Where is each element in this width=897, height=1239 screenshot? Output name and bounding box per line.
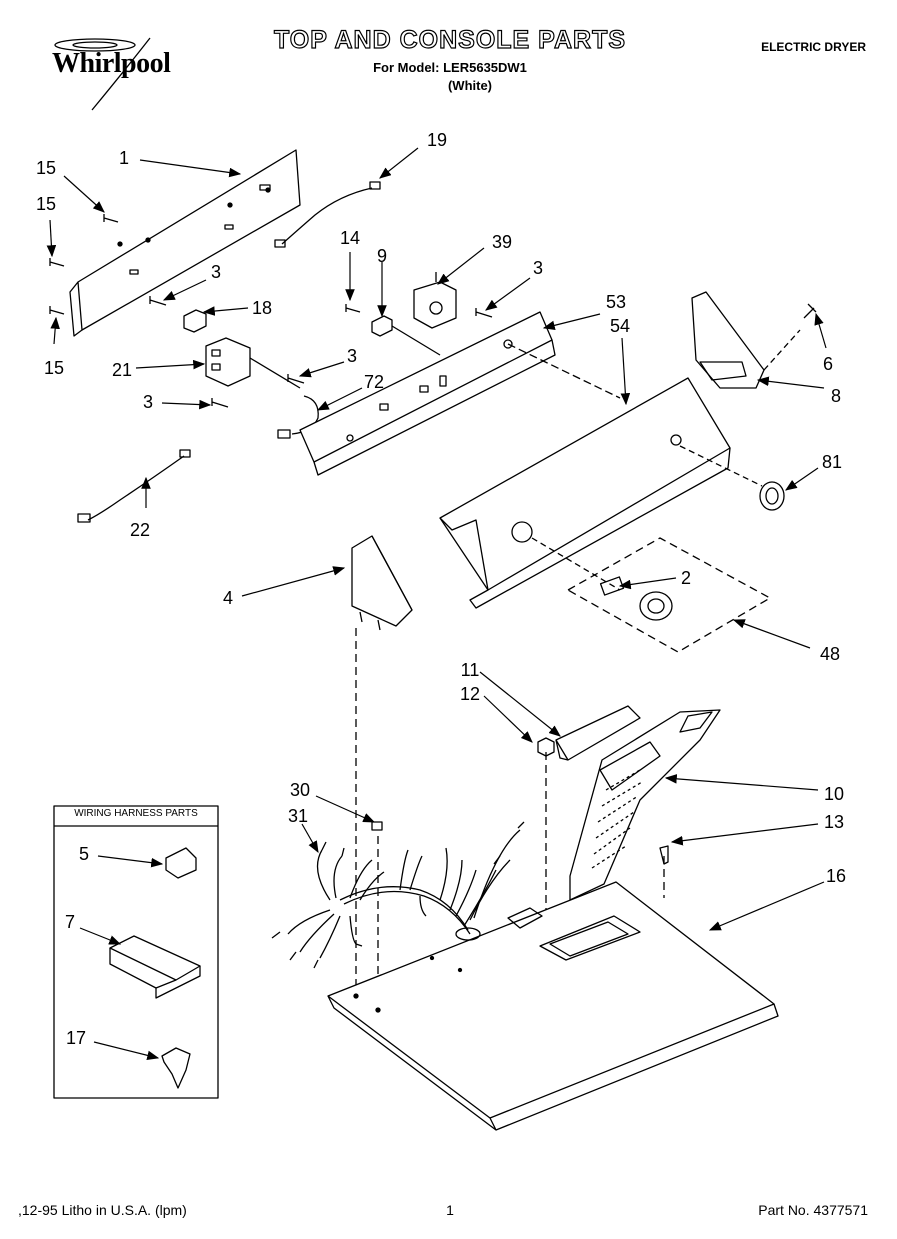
callout-12: 12 — [459, 684, 481, 704]
part-81-knob — [759, 481, 785, 511]
callout-31: 31 — [287, 806, 309, 826]
callout-3a: 3 — [210, 262, 222, 282]
logo-swirl — [54, 38, 136, 52]
screw-15c-icon — [49, 306, 65, 315]
screw-3a-icon — [149, 296, 167, 306]
part-53-control-bracket — [299, 311, 621, 476]
callout-4: 4 — [222, 588, 234, 608]
callout-6: 6 — [822, 354, 834, 374]
leader-lines — [46, 147, 827, 1061]
part-48-knob — [639, 591, 673, 621]
callout-18: 18 — [251, 298, 273, 318]
color-line: (White) — [447, 78, 493, 93]
callout-53: 53 — [605, 292, 627, 312]
page-title: TOP AND CONSOLE PARTS — [273, 25, 627, 54]
callout-15a: 15 — [35, 158, 57, 178]
part-10-panel — [569, 709, 721, 901]
part-18-clip — [183, 309, 207, 333]
callout-16: 16 — [825, 866, 847, 886]
wiring-harness-inset — [53, 805, 219, 1099]
part-7-connector-block — [109, 935, 201, 999]
screw-3d-icon — [475, 308, 493, 318]
screw-3c-icon — [211, 398, 229, 408]
part-54-console — [439, 377, 763, 609]
part-9-part — [371, 315, 393, 337]
inset-title: WIRING HARNESS PARTS — [74, 808, 198, 819]
callout-2: 2 — [680, 568, 692, 588]
callout-1: 1 — [118, 148, 130, 168]
part-31-harness — [271, 821, 525, 969]
callout-3c: 3 — [346, 346, 358, 366]
callout-13: 13 — [823, 812, 845, 832]
part-21-switch — [205, 337, 301, 389]
callout-7: 7 — [64, 912, 76, 932]
callout-8: 8 — [830, 386, 842, 406]
callout-48: 48 — [819, 644, 841, 664]
part-5-connector — [165, 847, 197, 879]
part-30-clip — [371, 821, 383, 831]
screw-15b-icon — [49, 258, 65, 267]
callout-39: 39 — [491, 232, 513, 252]
part-8-endcap — [691, 291, 801, 389]
model-line: For Model: LER5635DW1 — [373, 60, 527, 75]
brand-logo: Whirlpool — [52, 48, 171, 79]
footer-part-number: Part No. 4377571 — [758, 1202, 868, 1218]
callout-9: 9 — [376, 246, 388, 266]
part-1-console-bracket — [69, 149, 301, 337]
callout-22: 22 — [129, 520, 151, 540]
screw-13-icon — [659, 845, 669, 865]
part-22-wire — [87, 455, 185, 521]
callout-14: 14 — [339, 228, 361, 248]
product-type: ELECTRIC DRYER — [761, 40, 866, 54]
callout-15b: 15 — [35, 194, 57, 214]
callout-5: 5 — [78, 844, 90, 864]
part-12-lamp — [537, 737, 555, 757]
screw-6-icon — [803, 303, 817, 319]
part-16-top-panel — [327, 881, 779, 1131]
screw-14-icon — [345, 304, 361, 313]
part-17-clip — [161, 1047, 191, 1089]
footer-page-number: 1 — [446, 1202, 454, 1218]
footer-litho: ,12-95 Litho in U.S.A. (lpm) — [18, 1202, 187, 1218]
callout-81: 81 — [821, 452, 843, 472]
callout-3b: 3 — [532, 258, 544, 278]
screw-15a-icon — [103, 214, 119, 223]
callout-21: 21 — [111, 360, 133, 380]
callout-17: 17 — [65, 1028, 87, 1048]
callout-3d: 3 — [142, 392, 154, 412]
callout-30: 30 — [289, 780, 311, 800]
callout-72: 72 — [363, 372, 385, 392]
callout-54: 54 — [609, 316, 631, 336]
callout-15c: 15 — [43, 358, 65, 378]
part-11-lens — [555, 705, 641, 761]
part-39-timer — [413, 272, 457, 329]
part-4-endcap — [351, 535, 413, 631]
callout-10: 10 — [823, 784, 845, 804]
callout-11: 11 — [460, 660, 480, 680]
callout-19: 19 — [426, 130, 448, 150]
part-19-wire — [281, 187, 373, 245]
